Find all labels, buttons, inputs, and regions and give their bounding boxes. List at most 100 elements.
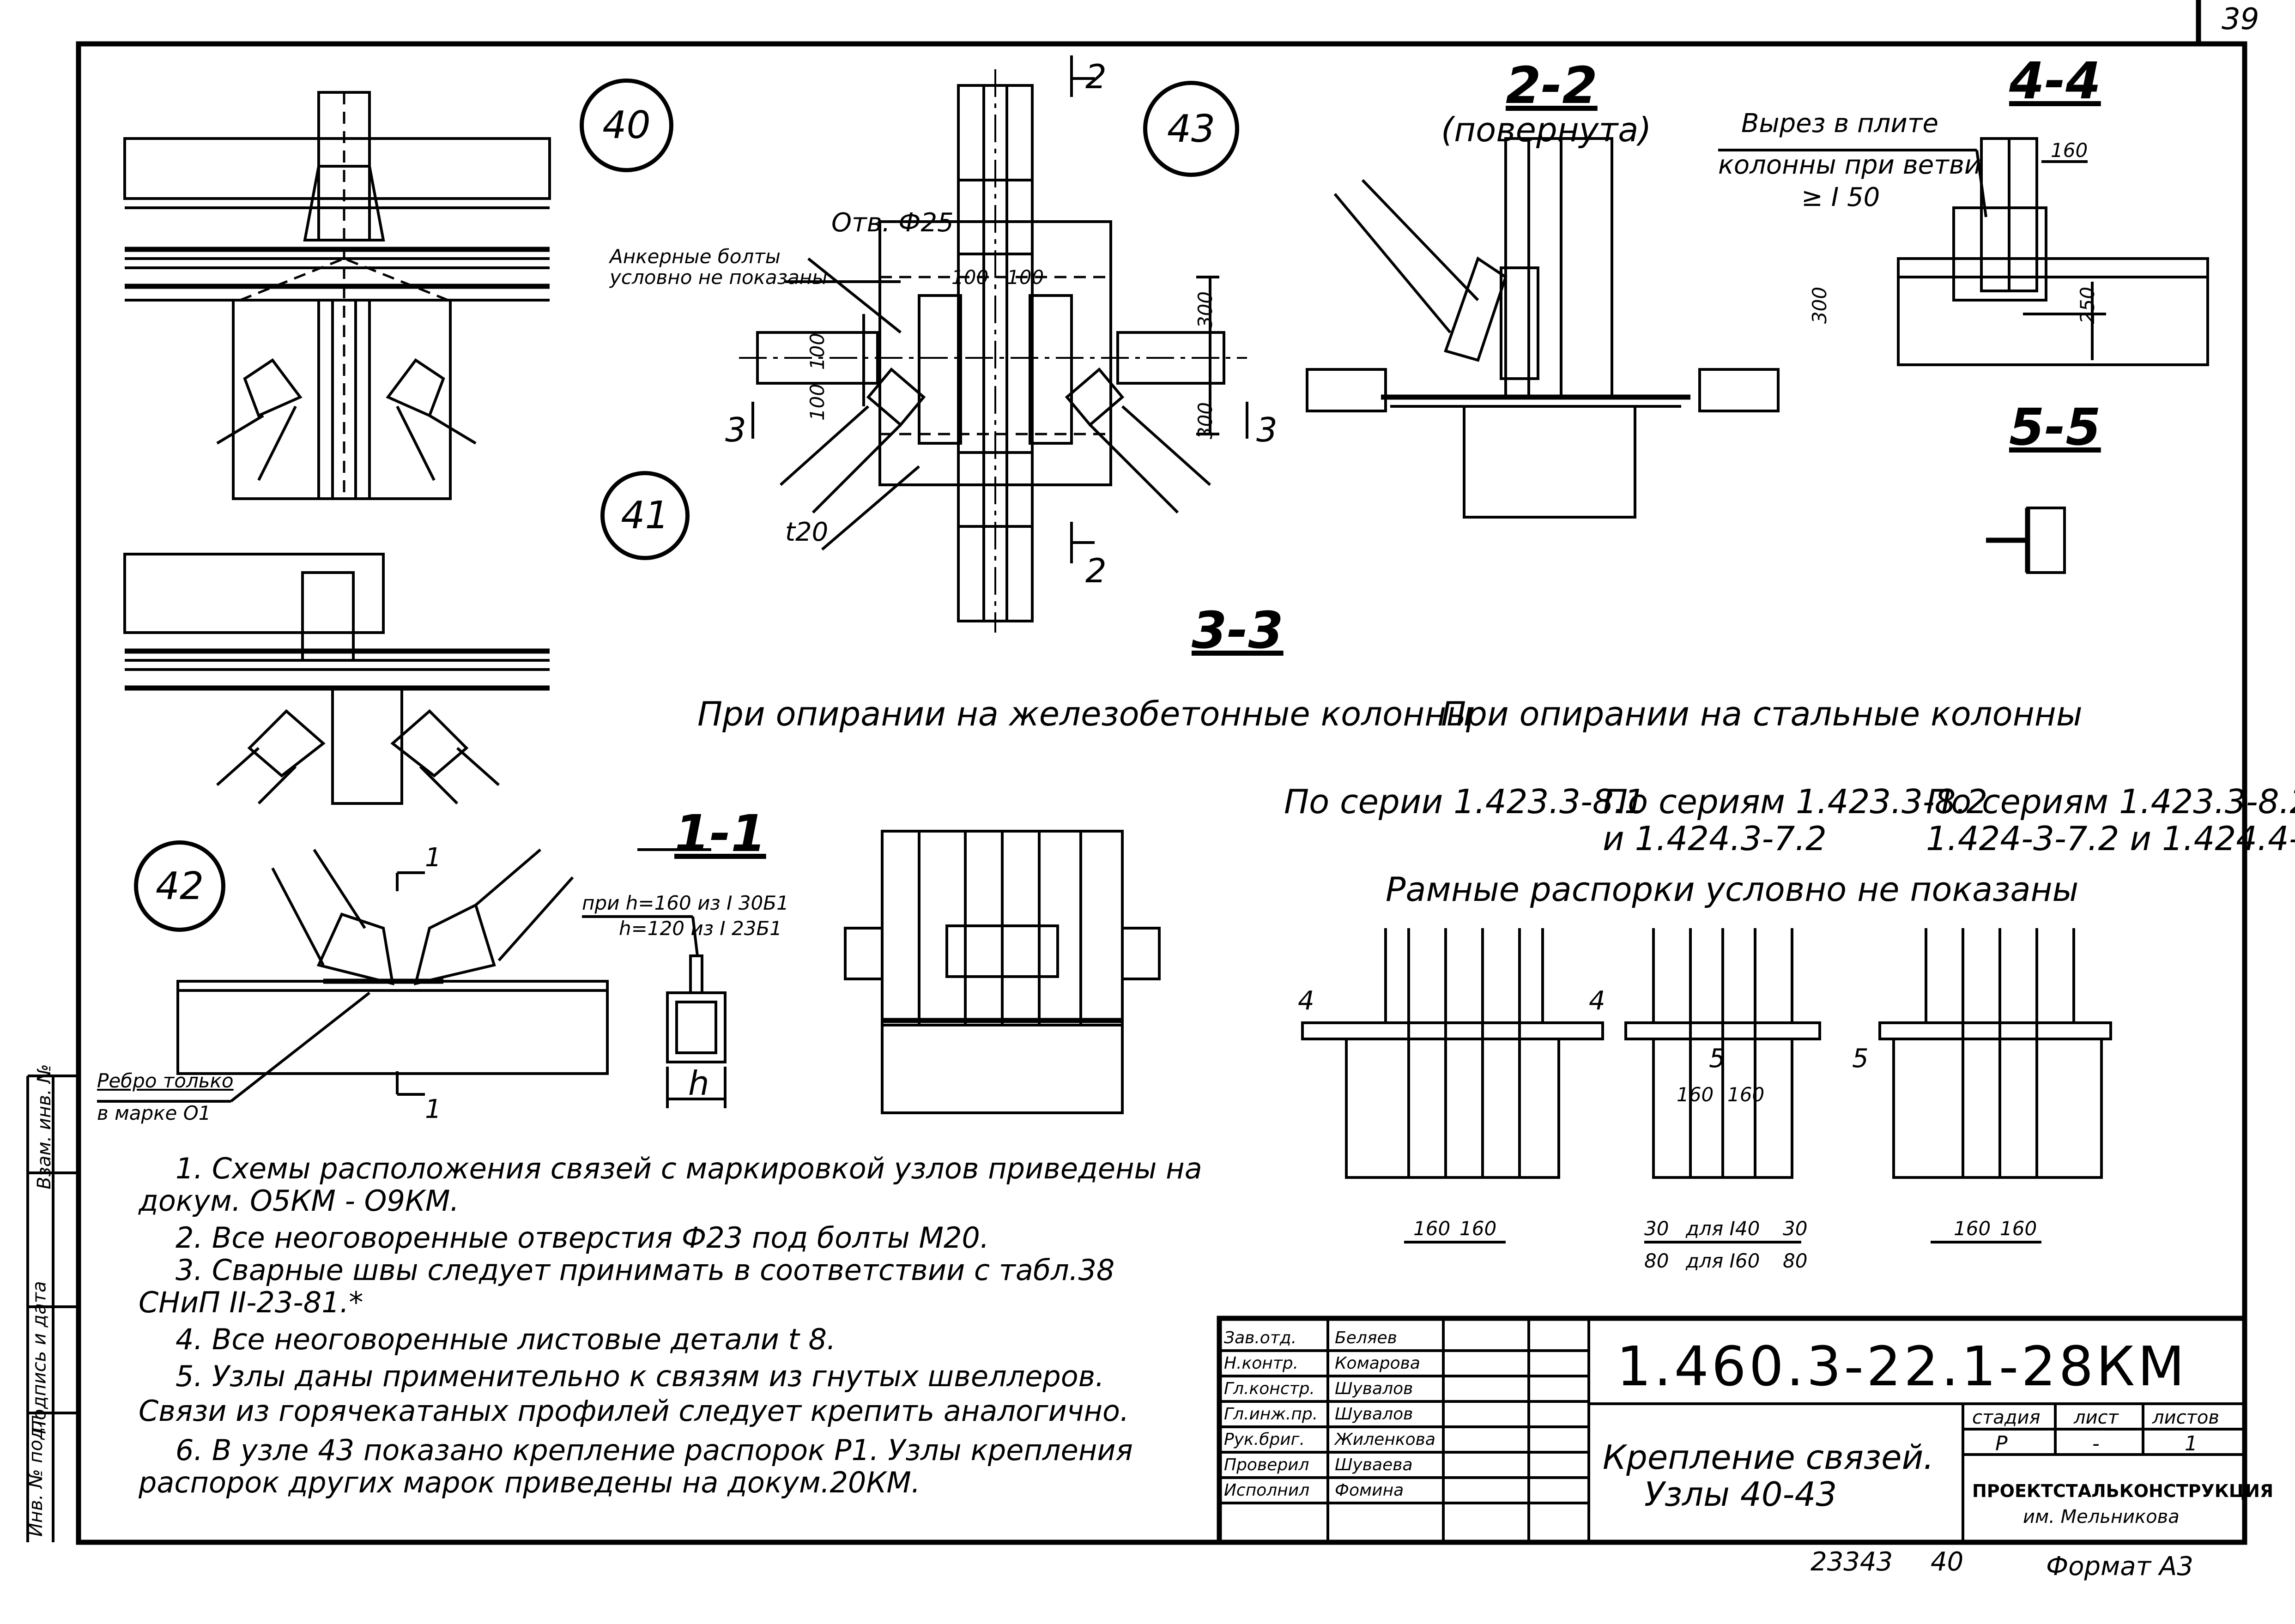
document-title-2: Узлы 40-43	[1644, 1475, 1837, 1514]
dim-160-a: 160	[1413, 1217, 1451, 1240]
section-11-dim-h: h	[688, 1064, 709, 1103]
section-44-drawing	[1718, 137, 2209, 366]
name-3: Шувалов	[1335, 1405, 1413, 1424]
name-1: Комарова	[1335, 1354, 1420, 1373]
node-42-drawing	[97, 848, 609, 1103]
cut-2-top: 2	[1085, 57, 1107, 96]
anchor-note-2: условно не показаны	[610, 266, 828, 289]
dim-100-a: 100	[951, 266, 989, 289]
sheet-number: 39	[2222, 2, 2259, 36]
node-43-label: 43	[1143, 81, 1239, 177]
steel-column-detail	[844, 830, 1161, 1114]
note-line-9: 6. В узле 43 показано крепление распорок…	[176, 1433, 1133, 1467]
dim-44-250: 250	[2076, 286, 2099, 324]
dim-80-a: 80	[1644, 1250, 1669, 1272]
dim-30-a: 30	[1644, 1217, 1669, 1240]
section-22-subtitle: (повернута)	[1441, 110, 1652, 149]
series-b1: По сериям 1.423.3-8.2	[1603, 782, 1988, 821]
sheet-header: лист	[2074, 1407, 2119, 1428]
dim-30-b: 30	[1783, 1217, 1808, 1240]
section-11-note-1: при h=160 из I 30Б1	[582, 892, 789, 914]
document-title-1: Крепление связей.	[1603, 1438, 1934, 1477]
rib-note-1: Ребро только	[97, 1069, 234, 1092]
note-line-7: 5. Узлы даны применительно к связям из г…	[176, 1359, 1104, 1393]
node-42-label: 42	[134, 840, 225, 932]
heading-rc-columns: При опирании на железобетонные колонны	[697, 694, 1473, 733]
title-block-lines	[1217, 1316, 2247, 1545]
side-stamp-sign: Подпись и дата	[29, 1281, 50, 1434]
cut-4-right: 4	[1589, 986, 1605, 1016]
hole-label: Отв. Ф25	[831, 208, 954, 238]
dim-100-c: 100	[806, 332, 829, 370]
section-55-drawing	[1986, 507, 2066, 574]
role-4: Рук.бриг.	[1224, 1430, 1305, 1449]
section-33-title: 3-3	[1192, 601, 1284, 660]
name-4: Жиленкова	[1335, 1430, 1435, 1449]
note-line-8: Связи из горячекатаных профилей следует …	[139, 1394, 1129, 1428]
section-55-title: 5-5	[2009, 398, 2101, 457]
role-2: Гл.констр.	[1224, 1379, 1315, 1398]
note-line-2: докум. О5КМ - О9КМ.	[139, 1184, 460, 1218]
name-6: Фомина	[1335, 1481, 1404, 1500]
rib-note-2: в марке О1	[97, 1102, 211, 1124]
note-line-4: 3. Сварные швы следует принимать в соотв…	[176, 1253, 1115, 1287]
cutout-note-2: колонны при ветви	[1718, 150, 1981, 180]
cutout-note-3: ≥ I 50	[1801, 182, 1880, 212]
cut-5-left: 5	[1709, 1044, 1726, 1074]
role-6: Исполнил	[1224, 1481, 1310, 1500]
node-41-label: 41	[600, 471, 690, 560]
footer-num: 40	[1931, 1547, 1964, 1577]
node-41-drawing	[123, 553, 550, 805]
dim-160-e: 160	[1954, 1217, 1991, 1240]
org-name: ПРОЕКТСТАЛЬКОНСТРУКЦИЯ	[1972, 1481, 2274, 1501]
section-11-drawing	[582, 848, 727, 1108]
footer-inv: 23343	[1811, 1547, 1893, 1577]
dim-for-i40: для I40	[1686, 1217, 1760, 1240]
name-5: Шуваева	[1335, 1455, 1413, 1474]
side-stamp-replace: Взам. инв. №	[33, 1064, 55, 1189]
series-c1: По сериям 1.423.3-8.2;	[1926, 782, 2295, 821]
plate-thickness: t20	[785, 517, 829, 547]
section-44-title: 4-4	[2009, 51, 2101, 110]
cut-1-bottom: 1	[425, 1094, 442, 1124]
dim-for-i60: для I60	[1686, 1250, 1760, 1272]
heading-steel-columns: При опирании на стальные колонны	[1441, 694, 2083, 733]
name-2: Шувалов	[1335, 1379, 1413, 1398]
dim-160-f: 160	[2000, 1217, 2037, 1240]
section-11-title: 1-1	[674, 804, 766, 863]
note-line-6: 4. Все неоговоренные листовые детали t 8…	[176, 1322, 836, 1356]
cut-3-right: 3	[1256, 411, 1278, 449]
dim-160-c: 160	[1677, 1083, 1714, 1106]
node-43-drawing	[739, 55, 1248, 633]
section-11-note-2: h=120 из I 23Б1	[619, 917, 782, 940]
org-subname: им. Мельникова	[2023, 1506, 2180, 1527]
role-1: Н.контр.	[1224, 1354, 1299, 1373]
series-b2: и 1.424.3-7.2	[1603, 819, 1827, 858]
cut-4-left: 4	[1298, 986, 1314, 1016]
cut-5-right: 5	[1852, 1044, 1869, 1074]
stage-header: стадия	[1972, 1407, 2041, 1428]
dim-44-160: 160	[2051, 139, 2088, 162]
steel-frames-drawing	[1301, 928, 2112, 1244]
dim-100-d: 100	[806, 383, 829, 421]
note-line-10: распорок других марок приведены на докум…	[139, 1466, 920, 1499]
dim-44-300: 300	[1808, 286, 1831, 324]
sheet-value: -	[2092, 1432, 2100, 1455]
dim-300-b: 300	[1194, 402, 1217, 440]
cut-3-left: 3	[725, 411, 746, 449]
note-line-3: 2. Все неоговоренные отверстия Ф23 под б…	[176, 1221, 989, 1255]
cutout-note-1: Вырез в плите	[1741, 109, 1938, 139]
series-c2: 1.424-3-7.2 и 1.424.4-7,1	[1926, 819, 2295, 858]
node-40-label: 40	[580, 78, 673, 172]
role-5: Проверил	[1224, 1455, 1309, 1474]
sheets-header: листов	[2152, 1407, 2219, 1428]
document-code: 1.460.3-22.1-28КМ	[1617, 1334, 2188, 1398]
series-a: По серии 1.423.3-8.1	[1284, 782, 1646, 821]
node-40-drawing	[123, 91, 551, 500]
dim-300-a: 300	[1194, 291, 1217, 329]
section-22-drawing	[1306, 137, 1780, 519]
anchor-note-1: Анкерные болты	[610, 245, 781, 268]
note-line-5: СНиП II-23-81.*	[139, 1286, 363, 1319]
